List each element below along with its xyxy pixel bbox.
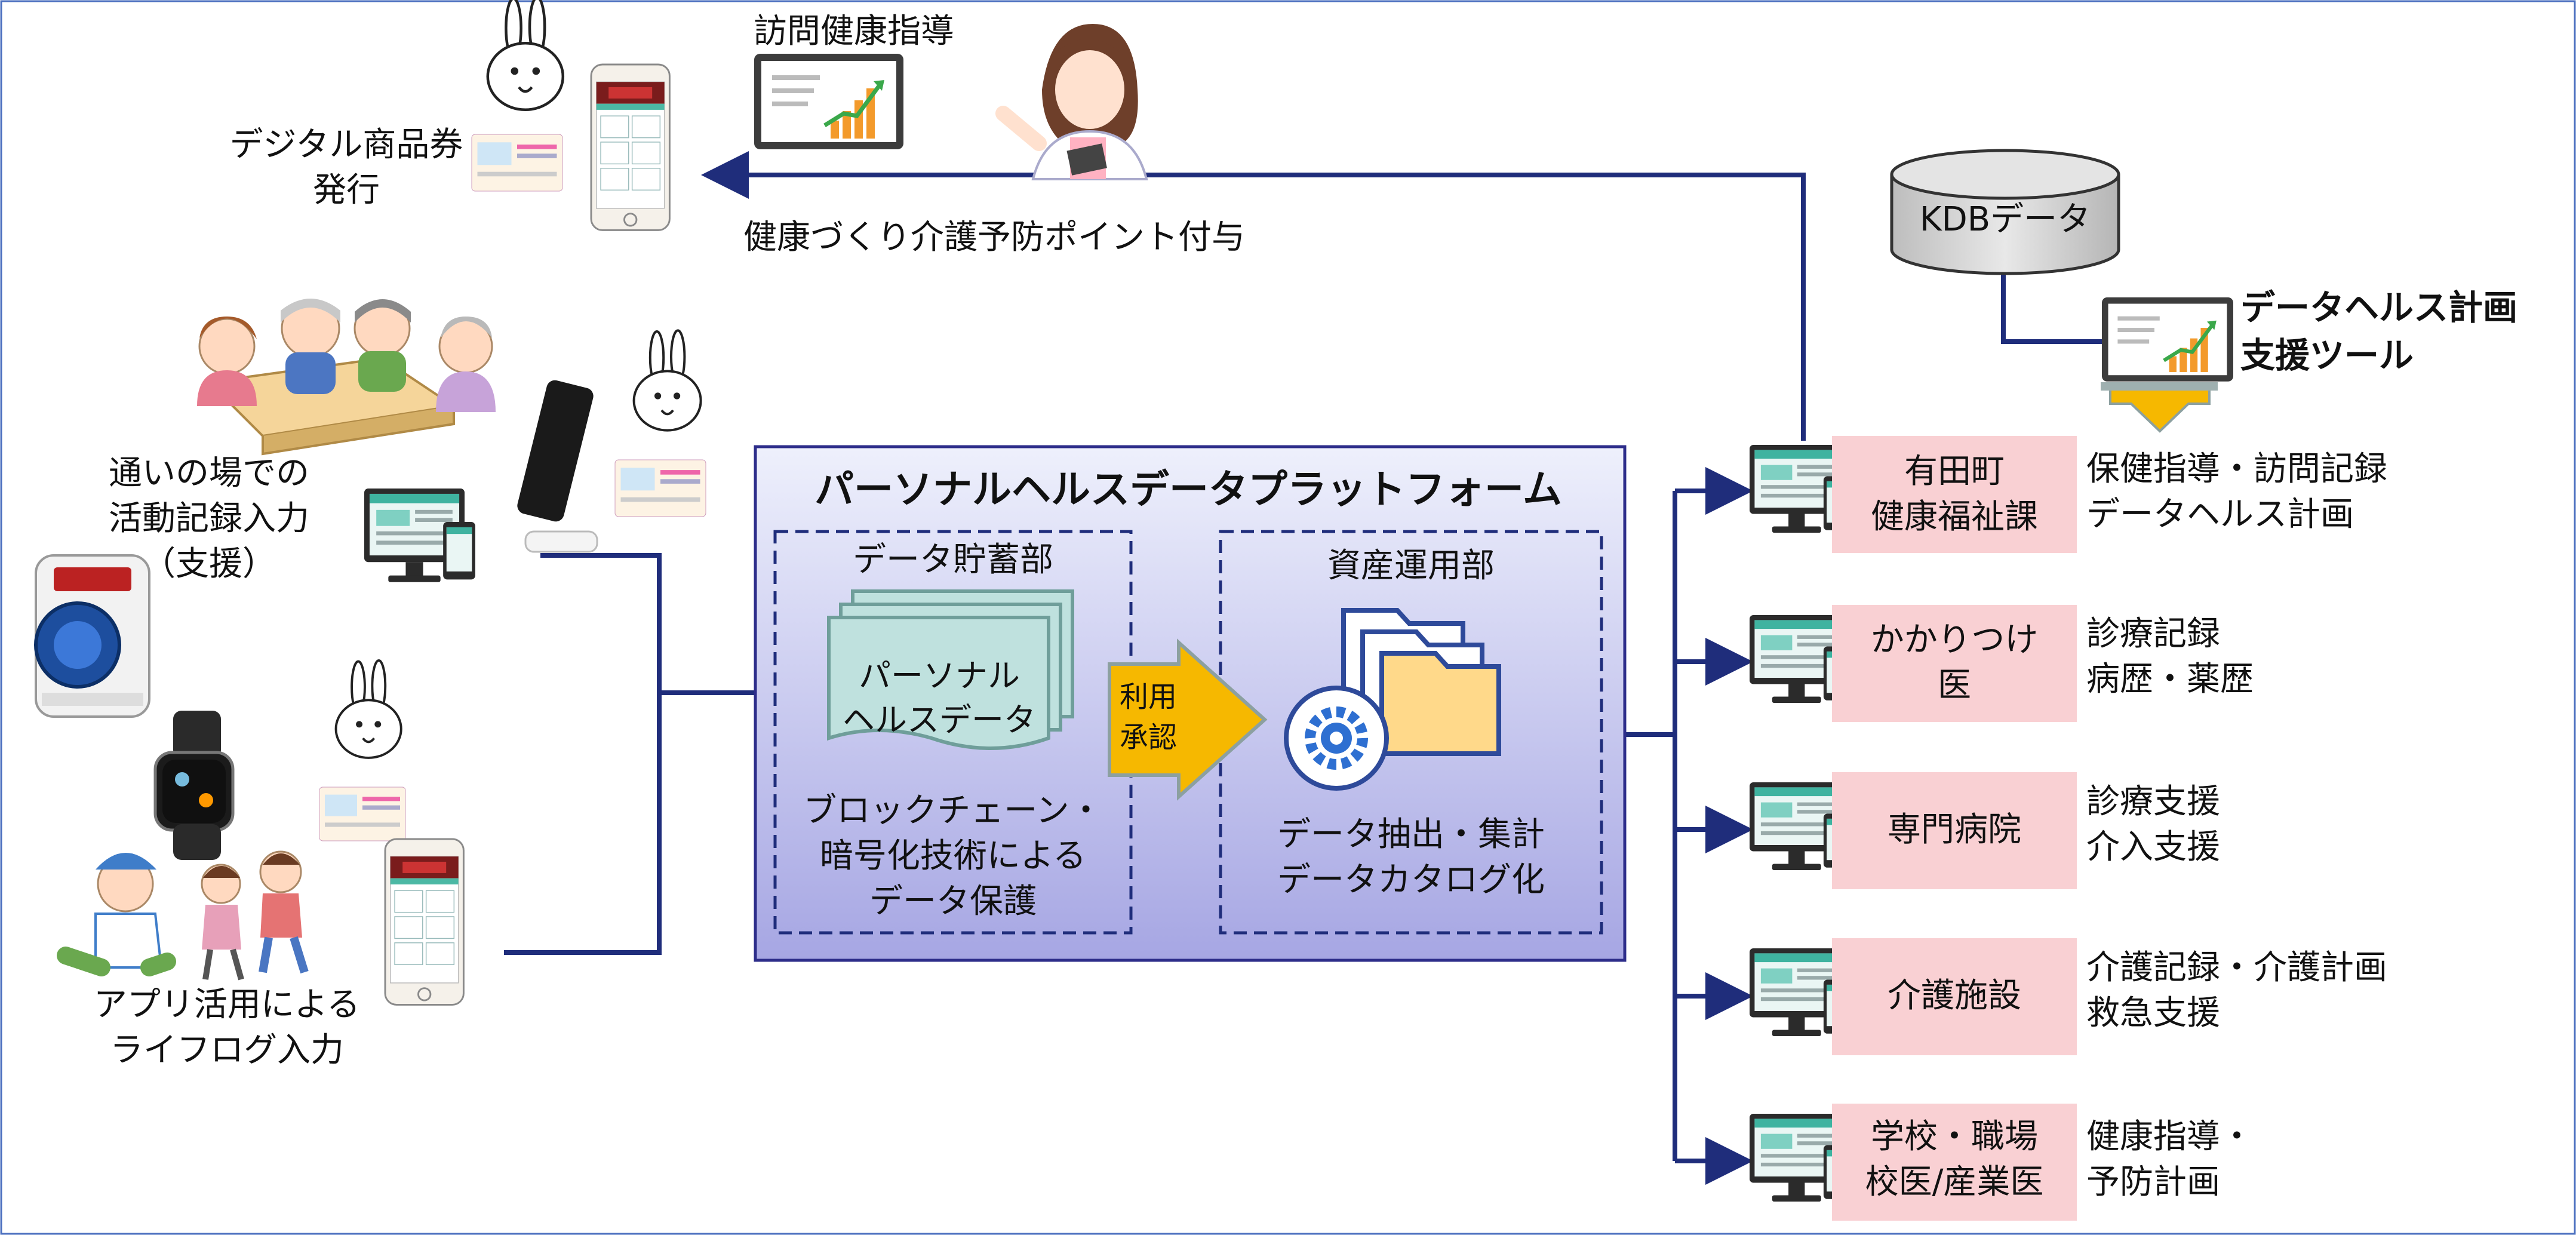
recipient-graphics: [1750, 436, 2077, 1221]
data-health-tool-icon: [2102, 297, 2233, 382]
kdb-database-icon: [1890, 149, 2120, 275]
home-visit-label: 訪問健康指導: [754, 12, 954, 51]
smartwatch-icon: [153, 711, 235, 860]
recipient-desc-5: 健康指導・ 予防計画: [2086, 1117, 2254, 1202]
storage-description: ブロックチェーン・ 暗号化技術による データ保護: [803, 791, 1103, 921]
recipient-box-4: [1832, 938, 2077, 1055]
recipient-name-4: 介護施設: [1888, 976, 2021, 1015]
recipient-desc-2: 診療記録 病歴・薬歴: [2086, 615, 2254, 699]
mascot-rabbit-icon-3: [334, 659, 402, 759]
community-gathering-icon: [197, 299, 496, 456]
recipient-name-5: 学校・職場 校医/産業医: [1865, 1117, 2044, 1202]
gathering-computer-icon: [364, 489, 475, 582]
exercising-people-icon: [57, 850, 309, 981]
app-phone-icon: [384, 838, 465, 1006]
approval-arrow-icon: [1108, 638, 1268, 801]
recipient-desc-1: 保健指導・訪問記録 データヘルス計画: [2086, 450, 2387, 534]
recipient-box-3: [1832, 772, 2077, 889]
mascot-rabbit-icon: [488, 0, 563, 110]
points-label: 健康づくり介護予防ポイント付与: [743, 218, 1245, 257]
input-bracket: [504, 553, 662, 955]
recipient-box-2: [1832, 605, 2077, 722]
document-label: パーソナル ヘルスデータ: [843, 657, 1036, 739]
gear-icon: [1284, 686, 1389, 791]
recipient-name-3: 専門病院: [1888, 810, 2021, 849]
recipient-box-5: [1832, 1104, 2077, 1221]
gathering-label: 通いの場での 活動記録入力 （支援）: [109, 454, 309, 583]
folder-stack-icon: [1341, 608, 1501, 756]
phone-stand-icon: [517, 380, 598, 553]
tool-arrow-base: [2101, 382, 2218, 391]
tool-down-arrow-icon: [2109, 385, 2211, 433]
recipient-name-1: 有田町 健康福祉課: [1871, 452, 2038, 536]
recipient-desc-4: 介護記録・介護計画 救急支援: [2086, 948, 2387, 1033]
kdb-label: KDBデータ: [1919, 200, 2091, 239]
document-stack-icon: [827, 589, 1074, 750]
asset-description: データ抽出・集計 データカタログ化: [1277, 815, 1545, 899]
voucher-phone-icon: [590, 63, 671, 231]
home-visit-chart-icon: [754, 54, 903, 149]
gathering-card-icon: [614, 459, 706, 517]
recipient-desc-3: 診療支援 介入支援: [2086, 782, 2220, 867]
platform-title: パーソナルヘルスデータプラットフォーム: [814, 466, 1563, 512]
data-health-tool-label: データヘルス計画 支援ツール: [2240, 287, 2518, 376]
mascot-rabbit-icon-2: [634, 330, 701, 430]
nurse-icon: [995, 24, 1148, 180]
blood-pressure-monitor-icon: [34, 554, 150, 718]
storage-title: データ貯蓄部: [853, 540, 1053, 579]
app-input-label: アプリ活用による ライフログ入力: [93, 985, 361, 1070]
digital-voucher-label: デジタル商品券 発行: [229, 125, 463, 210]
kdb-line: [2001, 274, 2105, 344]
approval-label: 利用 承認: [1119, 680, 1177, 754]
recipient-box-1: [1832, 436, 2077, 553]
asset-title: 資産運用部: [1327, 546, 1495, 585]
recipient-name-2: かかりつけ 医: [1870, 620, 2039, 705]
app-card-icon: [319, 787, 406, 841]
